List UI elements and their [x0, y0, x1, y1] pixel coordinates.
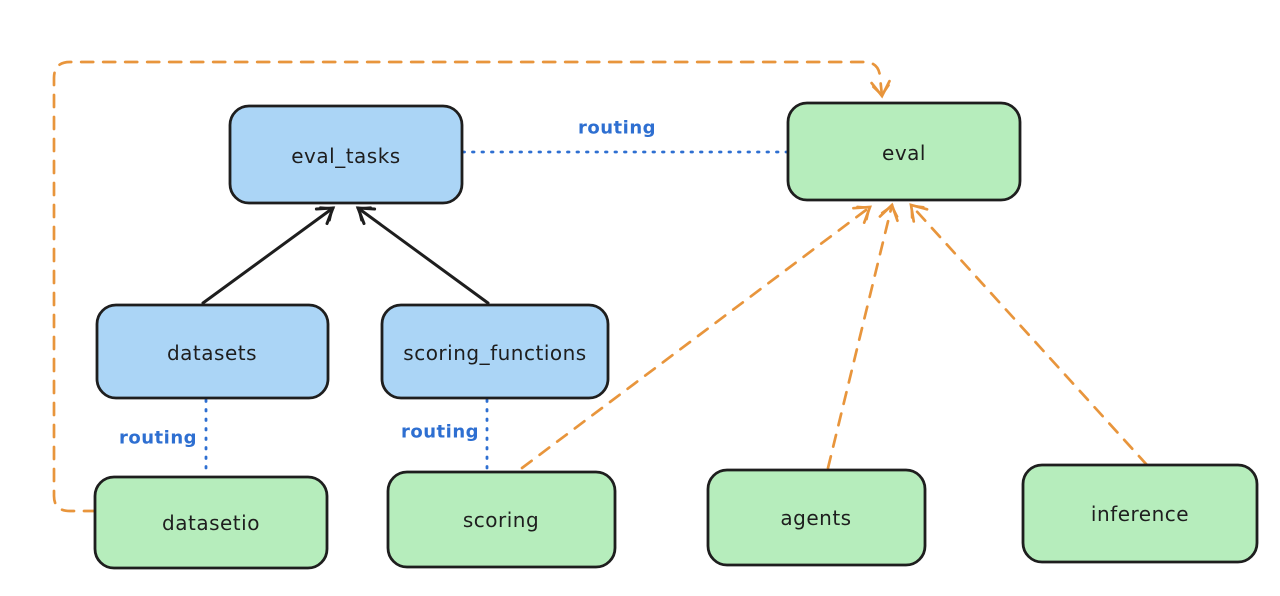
node-eval-label: eval — [882, 141, 926, 165]
node-datasets-label: datasets — [167, 341, 257, 365]
node-datasetio: datasetio — [93, 475, 329, 570]
node-agents: agents — [706, 468, 927, 567]
node-inference: inference — [1021, 463, 1259, 564]
node-scoring: scoring — [386, 470, 617, 569]
edge-scoring-to-eval — [520, 205, 872, 470]
node-eval-box — [786, 101, 1022, 202]
edge-datasetio-to-eval — [52, 60, 891, 513]
node-inference-box — [1021, 463, 1259, 564]
node-inference-label: inference — [1091, 502, 1189, 526]
node-eval-tasks-label: eval_tasks — [291, 144, 400, 168]
node-eval-tasks: eval_tasks — [228, 104, 464, 205]
edge-label-routing-datasetio: routing — [119, 428, 197, 449]
node-scoring-functions: scoring_functions — [380, 303, 610, 400]
edge-agents-to-eval — [826, 202, 899, 470]
edge-label-routing-scoring: routing — [401, 422, 479, 443]
node-eval-tasks-box — [228, 104, 464, 205]
node-scoring-box — [386, 470, 617, 569]
node-scoring-functions-label: scoring_functions — [403, 341, 586, 365]
node-datasets-box — [95, 303, 330, 400]
node-datasetio-box — [93, 475, 329, 570]
node-scoring-label: scoring — [463, 508, 539, 532]
node-agents-label: agents — [780, 506, 851, 530]
edge-label-routing-eval: routing — [578, 118, 656, 139]
node-scoring-functions-box — [380, 303, 610, 400]
node-agents-box — [706, 468, 927, 567]
node-datasets: datasets — [95, 303, 330, 400]
node-eval: eval — [786, 101, 1022, 202]
node-datasetio-label: datasetio — [162, 511, 260, 535]
edge-datasets-to-eval-tasks — [201, 206, 336, 305]
edge-inference-to-eval — [909, 203, 1149, 467]
edge-scoring-functions-to-eval-tasks — [355, 206, 490, 305]
